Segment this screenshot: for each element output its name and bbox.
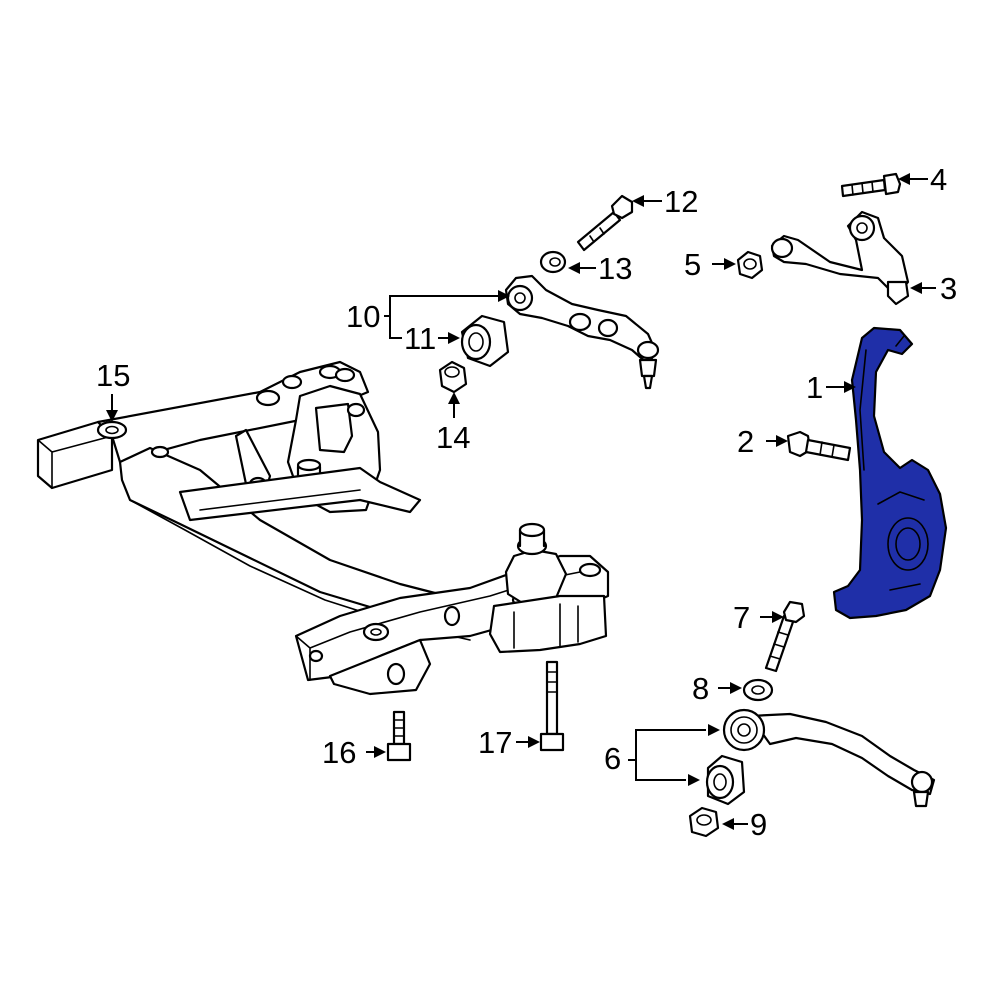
- knuckle-bolt[interactable]: [786, 430, 852, 462]
- callout-3: 3: [940, 271, 957, 306]
- callout-9: 9: [750, 807, 767, 842]
- callout-leaders: [106, 173, 936, 830]
- callout-16: 16: [322, 735, 356, 770]
- callout-labels: 1 2 3 4 5 6 7 8 9 10 11 12 13 14 15 16 1…: [96, 162, 957, 842]
- cradle-bolt-short[interactable]: [386, 710, 412, 762]
- lower-control-arm[interactable]: [722, 708, 936, 808]
- strut-washer[interactable]: [539, 250, 567, 274]
- upper-arm-bolt[interactable]: [840, 172, 902, 198]
- callout-2: 2: [737, 424, 754, 459]
- cradle-bolt-long[interactable]: [539, 660, 565, 752]
- tension-strut[interactable]: [504, 274, 660, 390]
- callout-8: 8: [692, 671, 709, 706]
- callout-6: 6: [604, 741, 621, 776]
- engine-cradle[interactable]: [36, 360, 610, 696]
- callout-5: 5: [684, 247, 701, 282]
- lower-arm-bolt[interactable]: [764, 600, 806, 673]
- lower-arm-nut[interactable]: [688, 806, 720, 838]
- callout-14: 14: [436, 420, 470, 455]
- callout-13: 13: [598, 251, 632, 286]
- callout-1: 1: [806, 370, 823, 405]
- upper-arm-nut[interactable]: [736, 250, 764, 280]
- strut-bolt[interactable]: [576, 194, 634, 252]
- callout-17: 17: [478, 725, 512, 760]
- callout-10: 10: [346, 299, 380, 334]
- upper-control-arm[interactable]: [770, 210, 910, 306]
- strut-bushing[interactable]: [460, 314, 510, 368]
- callout-4: 4: [930, 162, 947, 197]
- callout-12: 12: [664, 184, 698, 219]
- callout-7: 7: [733, 600, 750, 635]
- strut-nut[interactable]: [438, 360, 468, 394]
- callout-11: 11: [404, 321, 436, 356]
- lower-arm-washer[interactable]: [742, 678, 774, 702]
- callout-15: 15: [96, 358, 130, 393]
- steering-knuckle[interactable]: [832, 326, 948, 620]
- lower-arm-bushing[interactable]: [705, 754, 746, 806]
